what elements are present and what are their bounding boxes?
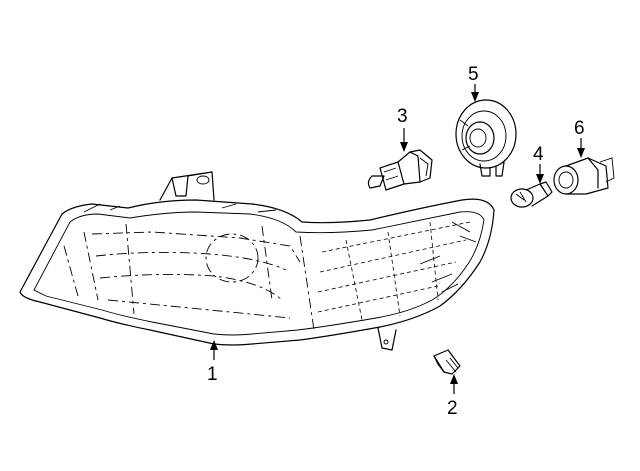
- callout-label-5: 5: [468, 64, 479, 85]
- arrow-2-head: [450, 374, 458, 384]
- callout-label-6: 6: [574, 118, 585, 139]
- bulb-retainer-ring[interactable]: [455, 99, 517, 177]
- callout-label-4: 4: [533, 144, 544, 165]
- headlight-bulb[interactable]: [367, 149, 433, 191]
- callout-label-3: 3: [397, 106, 408, 127]
- callout-arrows: [210, 84, 585, 394]
- signal-bulb[interactable]: [510, 181, 553, 208]
- callout-label-1: 1: [207, 364, 218, 385]
- arrow-5-head: [471, 92, 479, 102]
- arrow-3-head: [400, 142, 408, 152]
- arrow-4-head: [536, 174, 544, 184]
- arrow-1-head: [210, 340, 218, 350]
- screw[interactable]: [433, 349, 461, 375]
- callout-label-2: 2: [447, 398, 458, 419]
- bulb-socket[interactable]: [553, 157, 615, 195]
- arrow-6-head: [577, 148, 585, 158]
- headlamp-assembly[interactable]: [19, 171, 495, 351]
